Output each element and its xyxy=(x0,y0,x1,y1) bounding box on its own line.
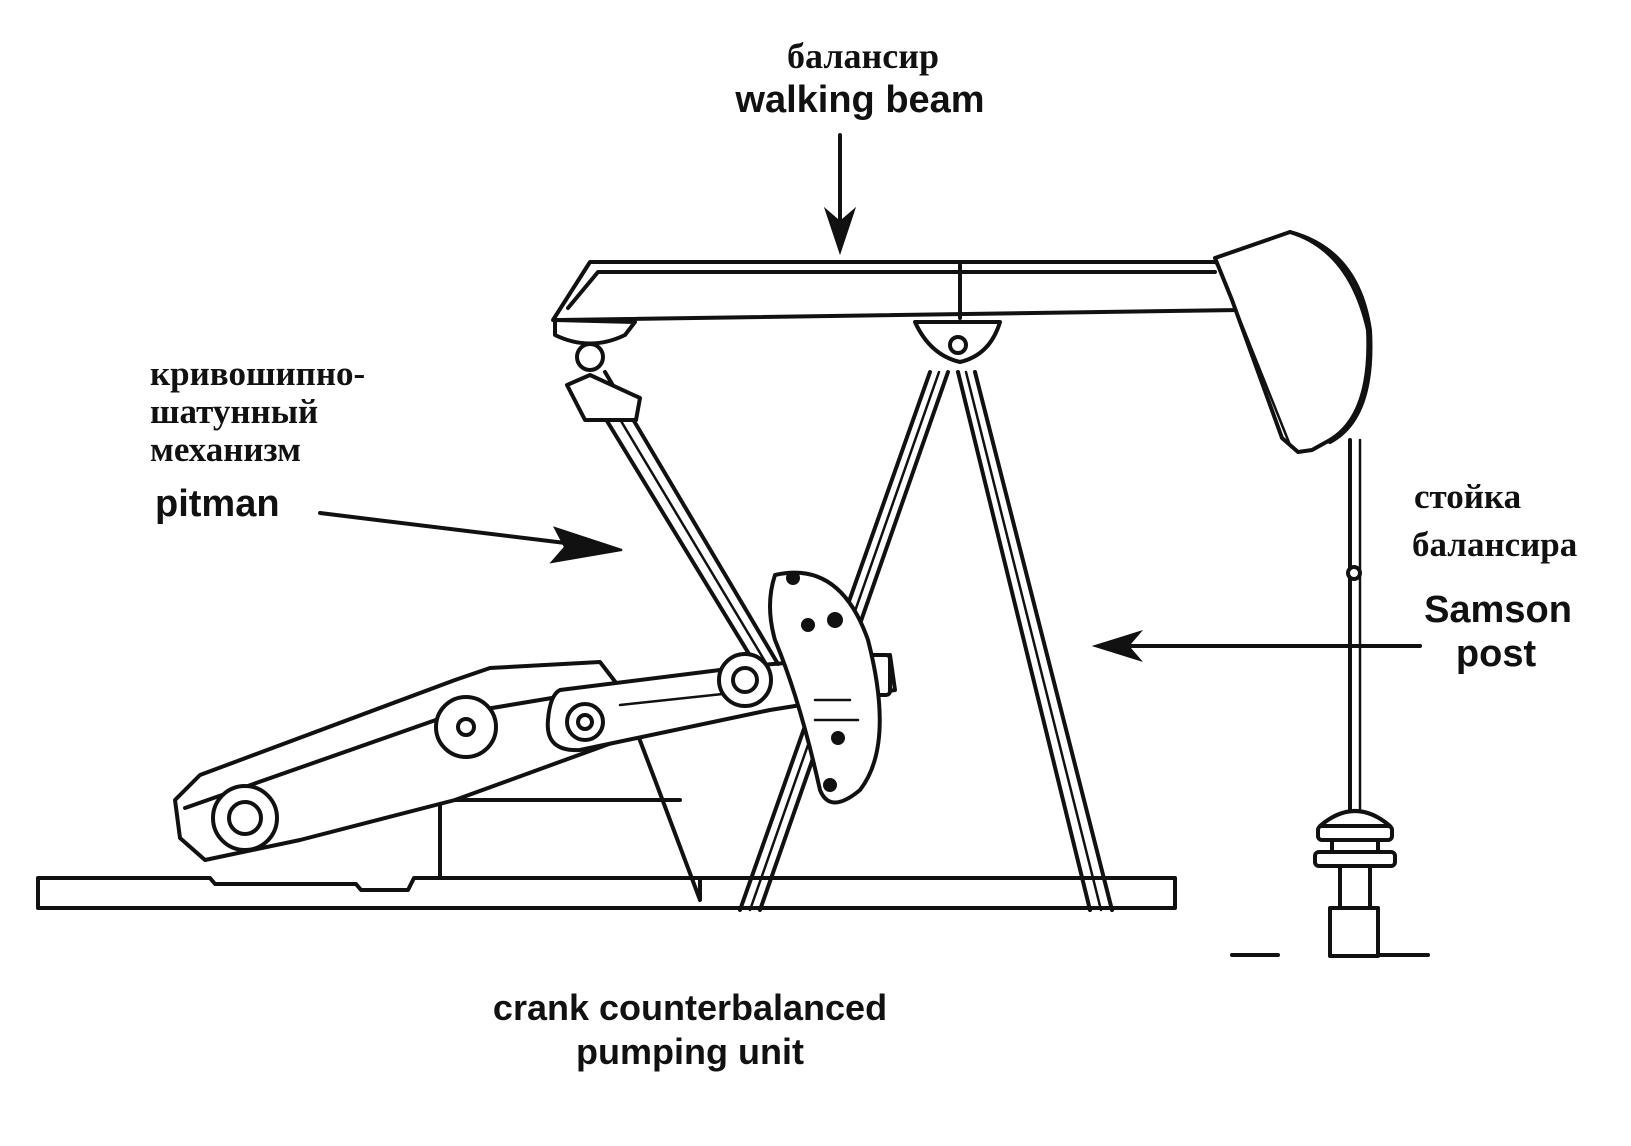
base-skid xyxy=(36,876,1430,957)
horse-head xyxy=(1213,230,1373,454)
samson-post-label-en-line1: Samson xyxy=(1424,589,1572,631)
samson-post-arrow xyxy=(1091,630,1422,662)
pitman-arrow xyxy=(318,511,623,564)
walking-beam-label-en: walking beam xyxy=(734,79,984,121)
wellhead xyxy=(1313,809,1397,958)
samson-post-label-ru-line1: стойка xyxy=(1414,477,1521,516)
walking-beam xyxy=(551,260,1242,364)
caption-line2: pumping unit xyxy=(576,1031,804,1072)
caption-line1: crank counterbalanced xyxy=(493,987,887,1028)
gear-reducer xyxy=(173,660,702,902)
walking-beam-label-ru: балансир xyxy=(787,36,939,76)
pitman-label-ru-line3: механизм xyxy=(150,430,301,469)
pitman-rod xyxy=(565,342,780,708)
pitman-label-ru-line2: шатунный xyxy=(150,392,318,431)
samson-post-label-ru-line2: балансира xyxy=(1412,525,1577,564)
counterweight xyxy=(768,570,882,805)
samson-post-label-en-line2: post xyxy=(1456,633,1537,675)
pitman-label-en: pitman xyxy=(155,483,280,525)
pitman-label-ru-line1: кривошипно- xyxy=(150,354,365,393)
walking-beam-arrow xyxy=(823,133,857,256)
polished-rod xyxy=(1346,438,1362,832)
